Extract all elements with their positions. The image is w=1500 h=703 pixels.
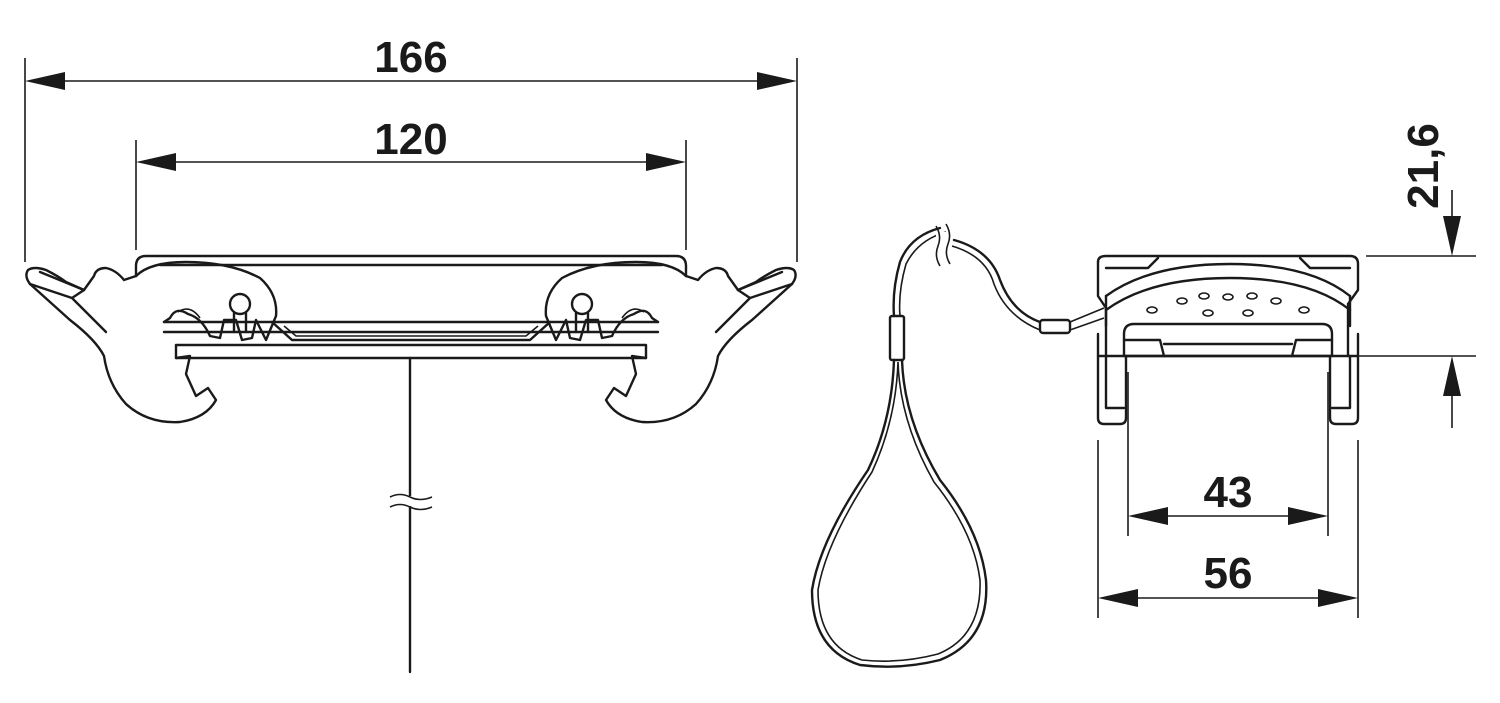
front-view: 166 120: [24, 33, 798, 674]
dimension-166: 166: [24, 33, 798, 262]
lanyard-loop: [810, 223, 1105, 668]
cover-body: [134, 254, 688, 674]
dimension-120: 120: [135, 115, 687, 250]
dimension-43: 43: [1127, 372, 1329, 536]
right-latch: [544, 260, 797, 424]
dimension-label-43: 43: [1204, 468, 1253, 517]
dimension-label-56: 56: [1204, 549, 1253, 598]
dimension-label-166: 166: [374, 33, 447, 82]
dimension-56: 56: [1097, 440, 1359, 618]
side-view: 21,6 43 56: [810, 123, 1476, 668]
dimension-label-21-6: 21,6: [1399, 123, 1448, 209]
dimension-label-120: 120: [374, 115, 447, 164]
dimension-21-6: 21,6: [1340, 123, 1476, 428]
left-latch: [25, 260, 278, 424]
cover-side-body: [1096, 254, 1360, 426]
vent-holes: [1146, 292, 1310, 317]
